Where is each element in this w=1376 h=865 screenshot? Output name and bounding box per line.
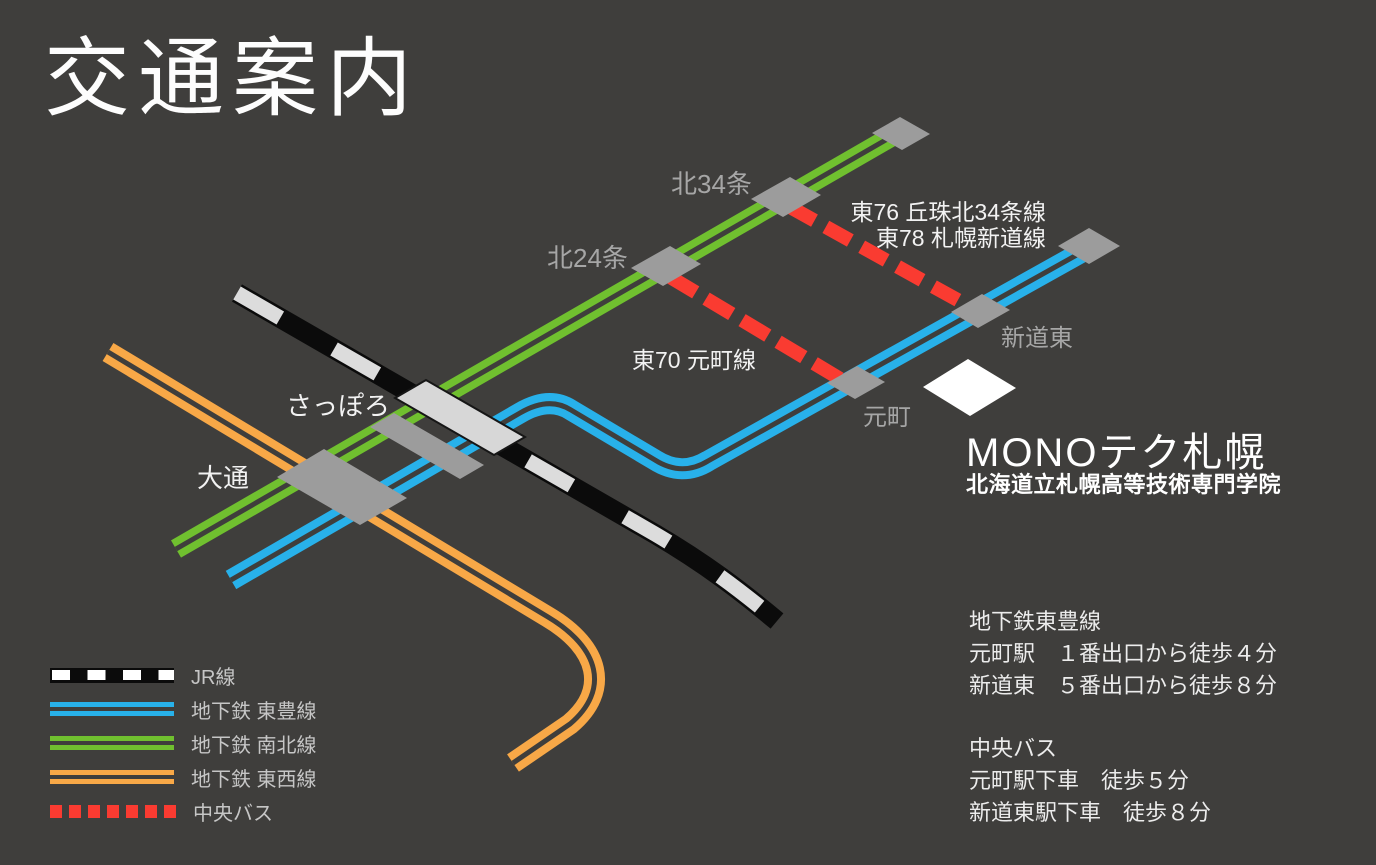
subway-access-info: 地下鉄東豊線 元町駅 １番出口から徒歩４分 新道東 ５番出口から徒歩８分 — [969, 606, 1277, 702]
bus-access-info: 中央バス 元町駅下車 徒歩５分 新道東駅下車 徒歩８分 — [969, 733, 1211, 829]
legend-label-bus: 中央バス — [193, 802, 273, 825]
subway-access-heading: 地下鉄東豊線 — [969, 609, 1102, 634]
jr-line-dashes — [233, 286, 782, 627]
station-box-motomachi — [827, 366, 885, 399]
namboku-line-swatch — [50, 736, 174, 750]
terminal-box-namboku — [872, 117, 930, 150]
legend-item-bus: 中央バス — [50, 794, 317, 828]
station-label-kita24jo: 北24条 — [547, 243, 628, 273]
legend-item-jr: JR線 — [50, 658, 317, 692]
station-label-odori: 大通 — [197, 463, 250, 493]
toho-line-swatch — [50, 702, 174, 716]
legend-label-toho: 地下鉄 東豊線 — [191, 700, 317, 723]
tozai-line-gap — [106, 349, 597, 766]
station-box-kita24jo — [631, 246, 701, 286]
legend-label-tozai: 地下鉄 東西線 — [191, 768, 317, 791]
page-title: 交通案内 — [44, 31, 420, 127]
subway-access-line: 元町駅 １番出口から徒歩４分 — [969, 641, 1278, 666]
destination-diamond — [923, 359, 1016, 416]
station-label-kita34jo: 北34条 — [671, 169, 752, 199]
bus-access-heading: 中央バス — [969, 736, 1058, 761]
station-box-kita34jo — [751, 177, 821, 217]
terminal-box-toho — [1058, 228, 1120, 264]
jr-dash-pattern — [50, 670, 174, 680]
toho-line-gap — [229, 244, 1093, 583]
bus-route-label-higashi78: 東78 札幌新道線 — [876, 225, 1046, 251]
legend-label-jr: JR線 — [191, 666, 236, 689]
jr-line-swatch — [50, 667, 174, 683]
destination-name: MONOテク札幌 — [966, 431, 1267, 475]
bus-route-label-higashi70: 東70 元町線 — [632, 347, 756, 373]
bus-route-70 — [666, 270, 851, 390]
station-box-shindohigashi — [951, 294, 1010, 328]
legend-label-namboku: 地下鉄 南北線 — [191, 734, 317, 757]
legend-item-namboku: 地下鉄 南北線 — [50, 726, 317, 760]
station-label-shindohigashi: 新道東 — [1001, 325, 1073, 352]
destination-subtitle: 北海道立札幌高等技術専門学院 — [966, 472, 1282, 497]
station-box-odori — [277, 449, 407, 525]
bus-route-swatch — [50, 804, 176, 818]
legend: JR線 地下鉄 東豊線 地下鉄 南北線 地下鉄 東西線 中央バス — [50, 658, 317, 828]
subway-access-line: 新道東 ５番出口から徒歩８分 — [969, 673, 1278, 698]
bus-access-line: 新道東駅下車 徒歩８分 — [969, 800, 1212, 825]
station-label-sapporo: さっぽろ — [286, 391, 391, 421]
tozai-line-swatch — [50, 770, 174, 784]
station-box-sapporo-subway — [370, 413, 484, 479]
legend-item-tozai: 地下鉄 東西線 — [50, 760, 317, 794]
bus-route-76-78 — [786, 200, 967, 310]
bus-route-label-higashi76: 東76 丘珠北34条線 — [850, 199, 1046, 225]
bus-access-line: 元町駅下車 徒歩５分 — [969, 768, 1190, 793]
station-box-sapporo-jr — [393, 378, 527, 457]
legend-item-toho: 地下鉄 東豊線 — [50, 692, 317, 726]
station-label-motomachi: 元町 — [863, 404, 911, 431]
